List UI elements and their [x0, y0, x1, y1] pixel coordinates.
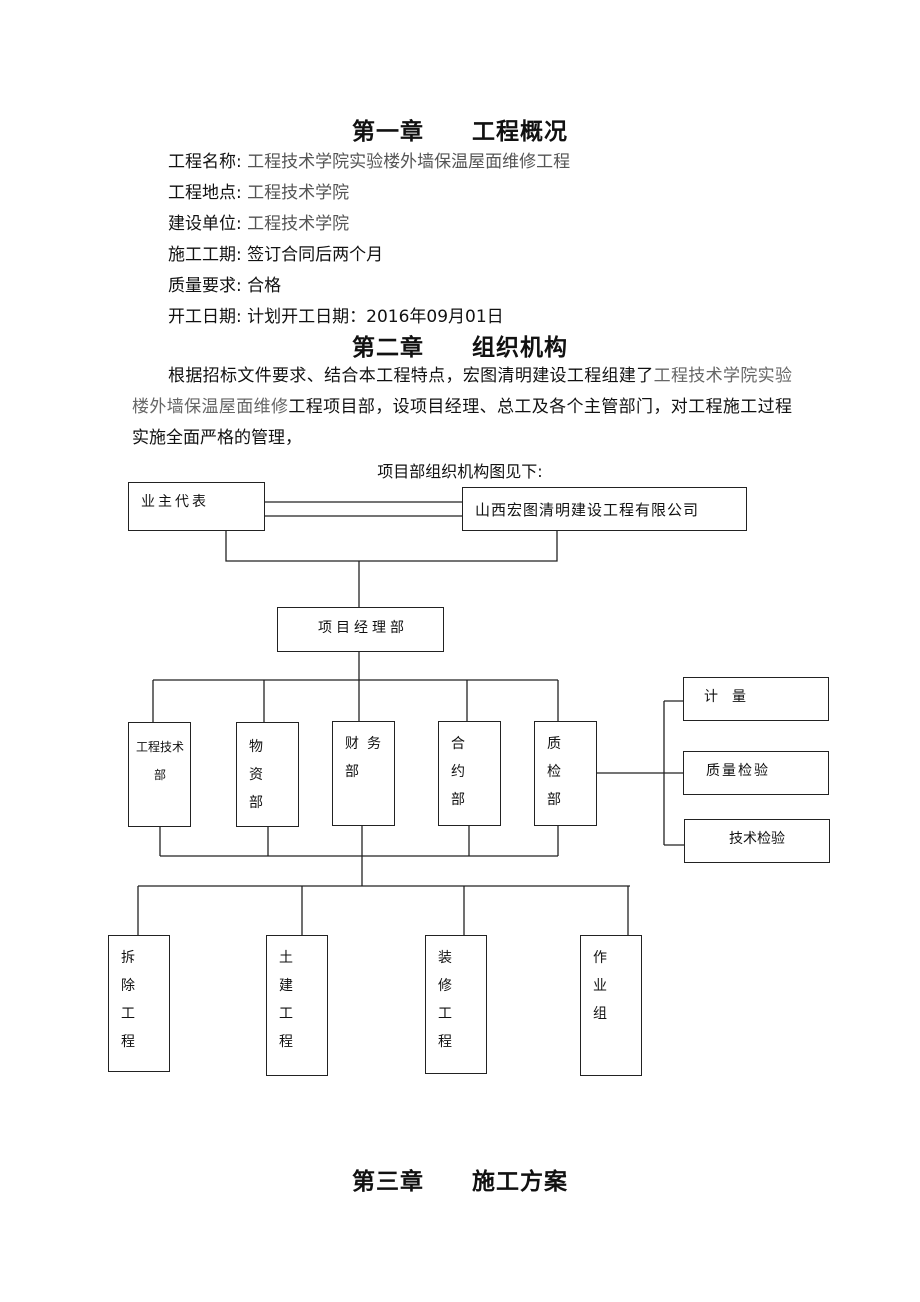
project-manager-box: 项目经理部 [277, 607, 444, 652]
dept-contract-box: 合约部 [438, 721, 501, 826]
dept-materials-box: 物资部 [236, 722, 299, 827]
dept-engineering-box: 工程技术部 [128, 722, 191, 827]
chapter2-title: 第二章 组织机构 [352, 335, 568, 361]
info-row-location: 工程地点: 工程技术学院 [168, 183, 350, 203]
company-box: 山西宏图清明建设工程有限公司 [462, 487, 747, 531]
chapter3-title: 第三章 施工方案 [352, 1169, 568, 1195]
qc-measurement-box: 计 量 [683, 677, 829, 721]
qc-quality-inspection-box: 质量检验 [683, 751, 829, 795]
org-intro-paragraph: 根据招标文件要求、结合本工程特点，宏图清明建设工程组建了工程技术学院实验楼外墙保… [132, 366, 793, 448]
info-row-client: 建设单位: 工程技术学院 [168, 214, 350, 234]
owner-representative-box: 业主代表 [128, 482, 265, 531]
dept-quality-box: 质检部 [534, 721, 597, 826]
dept-finance-box: 财务部 [332, 721, 395, 826]
team-work-group-box: 作业组 [580, 935, 642, 1076]
info-row-quality: 质量要求: 合格 [168, 276, 282, 296]
org-chart-caption: 项目部组织机构图见下: [377, 462, 543, 481]
info-row-duration: 施工工期: 签订合同后两个月 [168, 245, 384, 265]
info-row-project-name: 工程名称: 工程技术学院实验楼外墙保温屋面维修工程 [168, 152, 571, 172]
team-civil-box: 土建工程 [266, 935, 328, 1076]
info-row-start-date: 开工日期: 计划开工日期：2016年09月01日 [168, 307, 504, 327]
qc-technical-inspection-box: 技术检验 [684, 819, 830, 863]
chapter1-title: 第一章 工程概况 [352, 119, 568, 145]
team-demolition-box: 拆除工程 [108, 935, 170, 1072]
team-decoration-box: 装修工程 [425, 935, 487, 1074]
